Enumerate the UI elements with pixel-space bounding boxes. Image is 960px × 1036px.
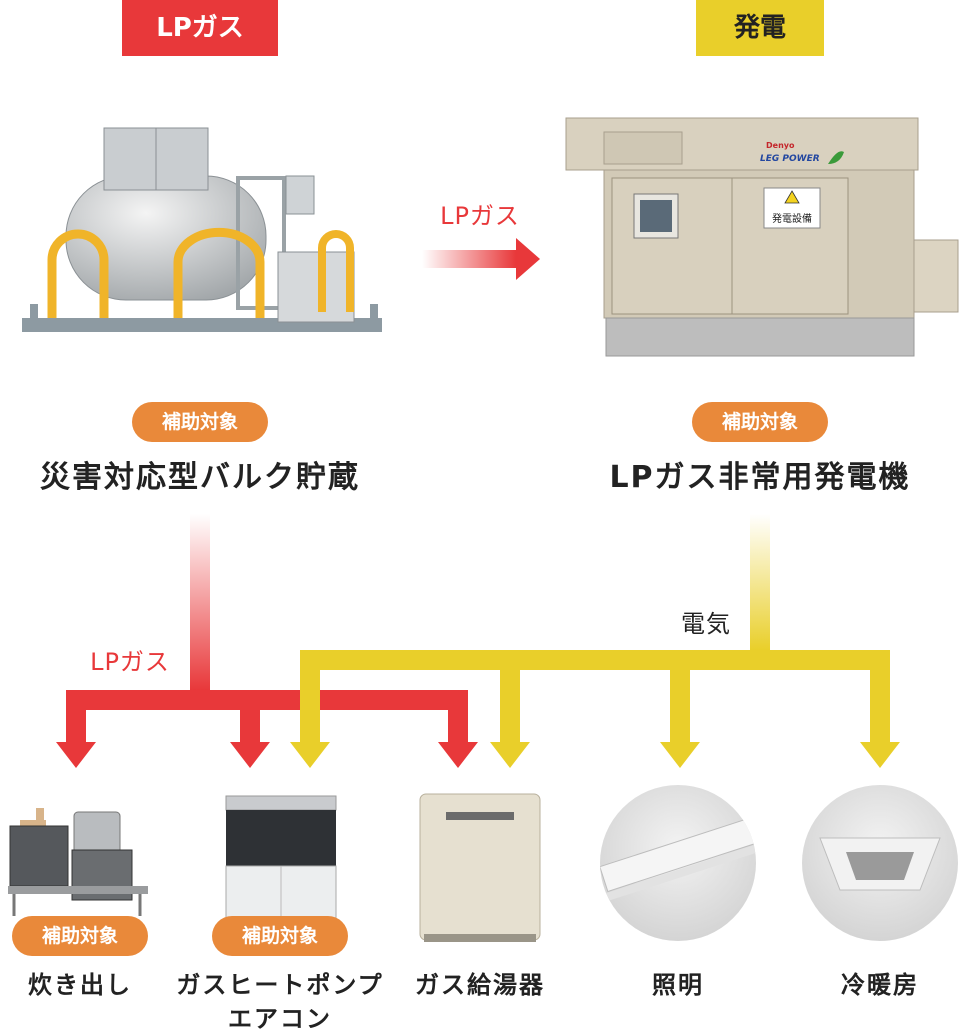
power-header: 発電	[696, 0, 824, 56]
power-arrow-light	[660, 742, 700, 768]
power-arrow-ghp	[290, 742, 330, 768]
generator-title: LPガス非常用発電機	[609, 460, 911, 495]
cooking-equipment-image	[8, 808, 148, 916]
cooking-label: 炊き出し	[28, 971, 132, 999]
electric-label: 電気	[681, 610, 731, 638]
ghp-subsidy-badge: 補助対象	[212, 916, 348, 956]
bulk-storage-title: 災害対応型バルク貯蔵	[40, 460, 360, 495]
water-heater-image	[419, 793, 541, 942]
svg-text:Denyo: Denyo	[766, 141, 795, 150]
ghp-label-line2: エアコン	[228, 1005, 332, 1033]
water-heater-label: ガス給湯器	[415, 971, 545, 999]
power-arrow-heater	[490, 742, 530, 768]
ghp-label-line1: ガスヒートポンプ	[176, 971, 384, 999]
lp-gas-header: LPガス	[122, 0, 278, 56]
ac-image	[802, 785, 958, 941]
svg-text:LEG POWER: LEG POWER	[760, 154, 820, 164]
bulk-tank-image	[22, 127, 382, 332]
lighting-label: 照明	[652, 971, 704, 999]
gas-arrow-ghp	[230, 742, 270, 768]
gas-line-label: LPガス	[90, 648, 170, 676]
gas-supply-arrow	[422, 238, 540, 280]
generator-subsidy-badge: 補助対象	[692, 402, 828, 442]
generator-image: 発電設備 Denyo LEG POWER	[565, 117, 959, 357]
cooking-subsidy-badge: 補助対象	[12, 916, 148, 956]
bulk-subsidy-badge: 補助対象	[132, 402, 268, 442]
gas-pipe-tree	[56, 514, 478, 768]
electric-line-tree	[290, 514, 900, 768]
gas-supply-label: LPガス	[440, 202, 520, 230]
lighting-image	[600, 785, 756, 941]
power-arrow-ac	[860, 742, 900, 768]
svg-text:発電設備: 発電設備	[772, 212, 812, 225]
gas-arrow-heater	[438, 742, 478, 768]
ac-label: 冷暖房	[841, 971, 919, 999]
gas-arrow-cooking	[56, 742, 96, 768]
